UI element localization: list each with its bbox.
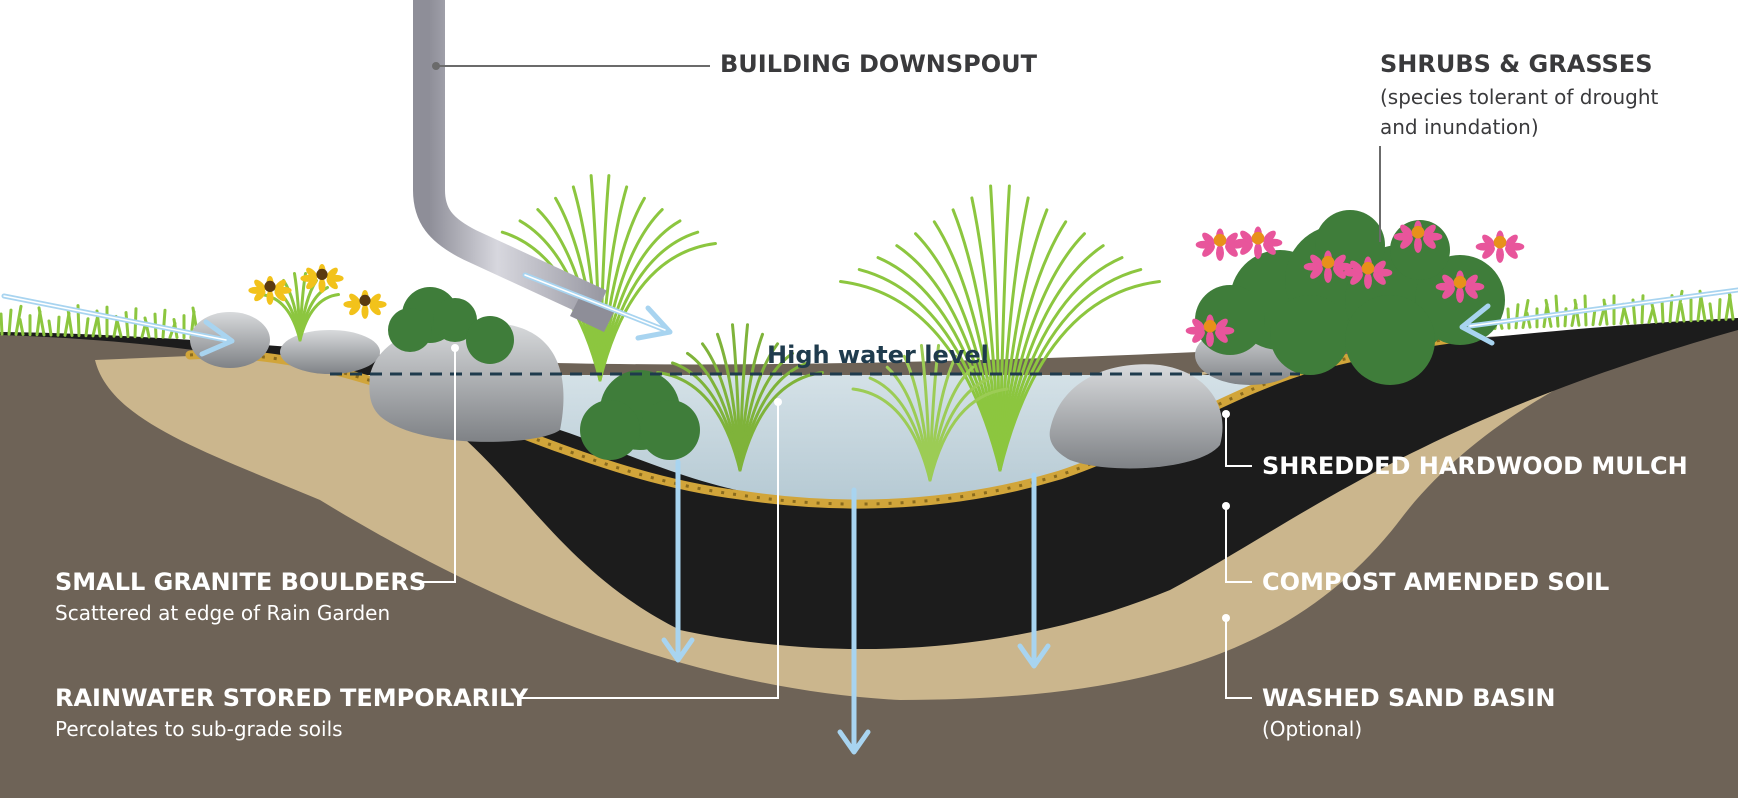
grass-blade bbox=[84, 317, 90, 338]
grass-blade bbox=[1521, 298, 1530, 329]
lawn-grass-left bbox=[0, 304, 200, 340]
label-mulch: SHREDDED HARDWOOD MULCH bbox=[1262, 452, 1688, 480]
grass-blade bbox=[66, 307, 74, 337]
boulder bbox=[369, 322, 564, 442]
label-shrubs-sub-2: and inundation) bbox=[1380, 115, 1539, 139]
coneflower bbox=[1195, 228, 1245, 261]
label-rainwater-title: RAINWATER STORED TEMPORARILY bbox=[55, 684, 529, 712]
black-eyed-susan bbox=[300, 264, 344, 293]
label-downspout: BUILDING DOWNSPOUT bbox=[720, 50, 1038, 78]
black-eyed-susan bbox=[343, 290, 387, 319]
grass-blade bbox=[161, 308, 167, 339]
grass-blade bbox=[598, 242, 717, 382]
infiltration-arrows bbox=[661, 459, 1051, 755]
grass-blade bbox=[0, 312, 4, 336]
shrub-leaf-cluster bbox=[388, 308, 432, 352]
stored-water bbox=[340, 375, 1280, 505]
leader-mulch bbox=[1225, 414, 1252, 467]
leader-compost bbox=[1225, 506, 1252, 583]
label-sand-sub: (Optional) bbox=[1262, 717, 1363, 741]
grass-blade bbox=[18, 317, 25, 336]
coneflower bbox=[1393, 220, 1443, 253]
black-eyed-susan bbox=[248, 276, 292, 305]
coneflower bbox=[1303, 250, 1353, 283]
coneflower bbox=[1435, 270, 1485, 303]
label-shrubs-sub-1: (species tolerant of drought bbox=[1380, 85, 1659, 109]
grass-blade bbox=[1708, 302, 1714, 322]
grass-blade bbox=[47, 319, 53, 337]
leader-dot bbox=[451, 344, 459, 352]
grass-blade bbox=[1650, 302, 1658, 324]
grass-blade bbox=[1679, 302, 1686, 323]
shrub-leaf-cluster bbox=[640, 400, 700, 460]
grass-blade bbox=[998, 280, 1161, 472]
coneflower-flowers bbox=[1185, 220, 1525, 347]
shrub-leaf-cluster bbox=[1345, 295, 1435, 385]
leader-dot bbox=[1222, 410, 1230, 418]
leader-sand bbox=[1225, 618, 1252, 699]
grass-blade bbox=[1717, 298, 1722, 322]
infiltration-arrow bbox=[1017, 472, 1051, 669]
infiltration-arrow bbox=[661, 459, 695, 663]
boulder bbox=[280, 330, 380, 374]
coneflower bbox=[1343, 256, 1393, 289]
shrub-leaf-cluster bbox=[1270, 295, 1350, 375]
label-high-water-level: High water level bbox=[767, 341, 989, 369]
leader-dot bbox=[1222, 614, 1230, 622]
grass-blade bbox=[37, 306, 46, 337]
label-boulders-title: SMALL GRANITE BOULDERS bbox=[55, 568, 427, 596]
shrub-leaf-cluster bbox=[466, 316, 514, 364]
infiltration-arrow bbox=[837, 487, 871, 755]
granite-boulders bbox=[190, 312, 1305, 469]
label-shrubs-title: SHRUBS & GRASSES bbox=[1380, 50, 1653, 78]
leader-dot bbox=[432, 62, 440, 70]
shrub-leaf-cluster bbox=[580, 400, 640, 460]
building-downspout bbox=[413, 0, 607, 320]
grass-blade bbox=[1640, 294, 1645, 325]
grass-blade bbox=[598, 208, 664, 382]
label-rainwater-sub: Percolates to sub-grade soils bbox=[55, 717, 343, 741]
coneflower bbox=[1233, 226, 1283, 259]
leader-dot bbox=[774, 398, 782, 406]
coneflower bbox=[1475, 230, 1525, 263]
grass-blade bbox=[7, 308, 13, 336]
label-sand-title: WASHED SAND BASIN bbox=[1262, 684, 1556, 712]
black-eyed-susan-flowers bbox=[248, 264, 387, 319]
downspout-outlet bbox=[570, 296, 614, 332]
left-shrubs bbox=[388, 287, 700, 460]
grass-blade bbox=[1554, 294, 1560, 328]
grass-blade bbox=[143, 316, 151, 339]
label-boulders-sub: Scattered at edge of Rain Garden bbox=[55, 601, 391, 625]
inflow-arrows-core bbox=[3, 274, 1738, 341]
leader-rainwater bbox=[520, 402, 779, 699]
grass-blade bbox=[14, 304, 23, 336]
ornamental-grasses bbox=[260, 174, 1161, 482]
label-compost: COMPOST AMENDED SOIL bbox=[1262, 568, 1610, 596]
grass-blade bbox=[298, 293, 340, 342]
grass-blade bbox=[928, 387, 1009, 482]
leader-dot bbox=[1222, 502, 1230, 510]
leader-boulders bbox=[422, 348, 456, 583]
grass-blade bbox=[124, 311, 130, 339]
grass-blade bbox=[738, 371, 824, 472]
shrub-leaf-cluster bbox=[1195, 285, 1265, 355]
grass-blade bbox=[1660, 298, 1665, 324]
grass-blade bbox=[1727, 289, 1735, 321]
grass-blade bbox=[1602, 298, 1609, 326]
leader-lines bbox=[422, 62, 1381, 699]
coneflower bbox=[1185, 314, 1235, 347]
boulder bbox=[1049, 364, 1223, 469]
grass-blade bbox=[1514, 303, 1520, 330]
grass-blade bbox=[56, 315, 61, 337]
shrub-leaf-cluster bbox=[433, 298, 477, 342]
